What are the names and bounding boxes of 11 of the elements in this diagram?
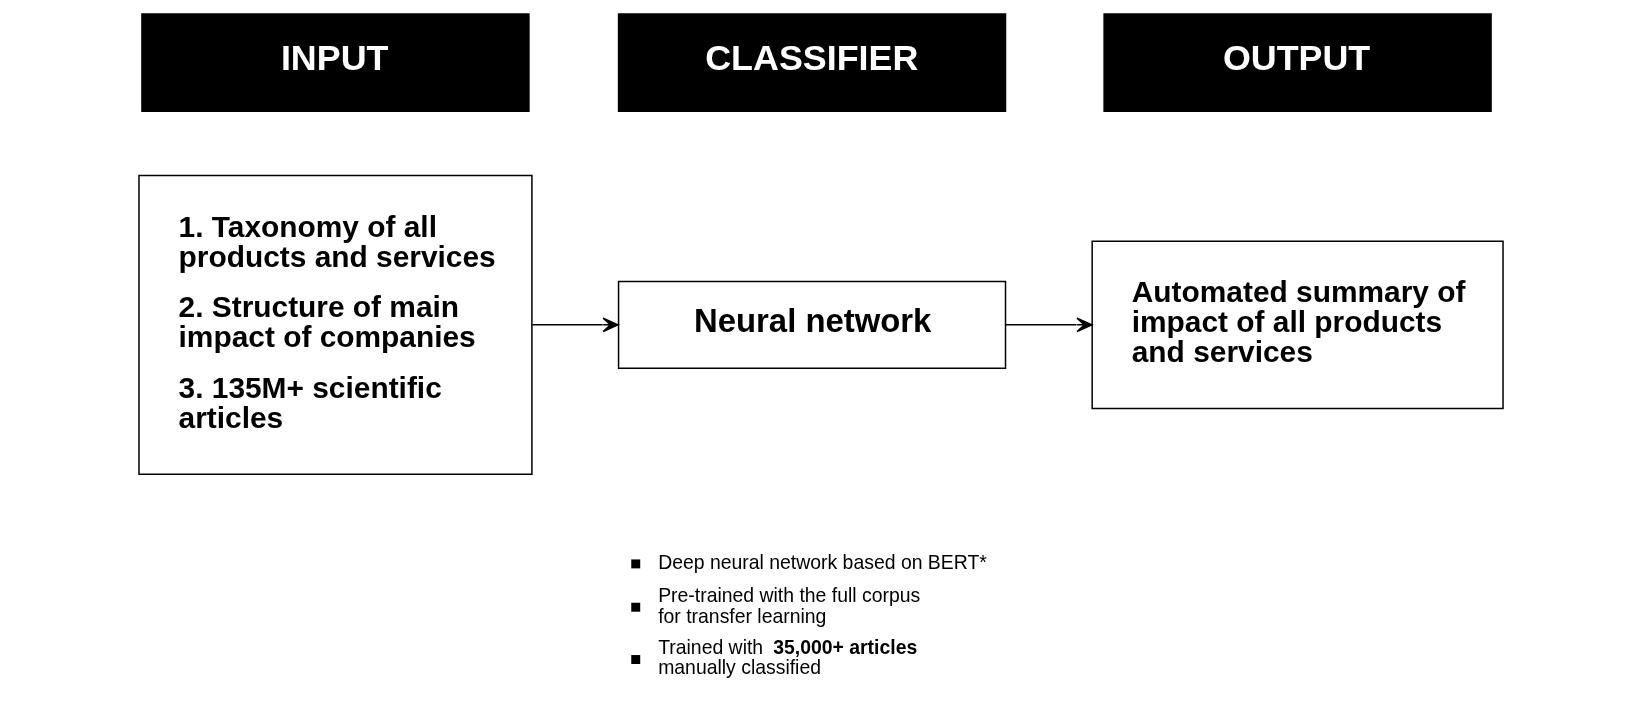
node-box: Automated summary of impact of all products and services xyxy=(1091,240,1504,410)
node-label: Deep neural network based on BERT* xyxy=(658,550,987,573)
arrow xyxy=(531,317,619,333)
node-box: 1. Taxonomy of all products and services 2. Structure of main impact of companies 3. 135M+ scientific articles xyxy=(138,174,533,475)
node-label: Trained with 35,000+ articles manually classified xyxy=(658,636,918,678)
node-box: OUTPUT xyxy=(1103,13,1492,112)
node-box: INPUT xyxy=(141,13,530,112)
node-label: Pre-trained with the full corpus for transfer learning xyxy=(658,583,921,627)
node-box: Neural network xyxy=(617,280,1007,369)
arrow xyxy=(1005,317,1093,333)
node-box: CLASSIFIER xyxy=(617,13,1007,112)
